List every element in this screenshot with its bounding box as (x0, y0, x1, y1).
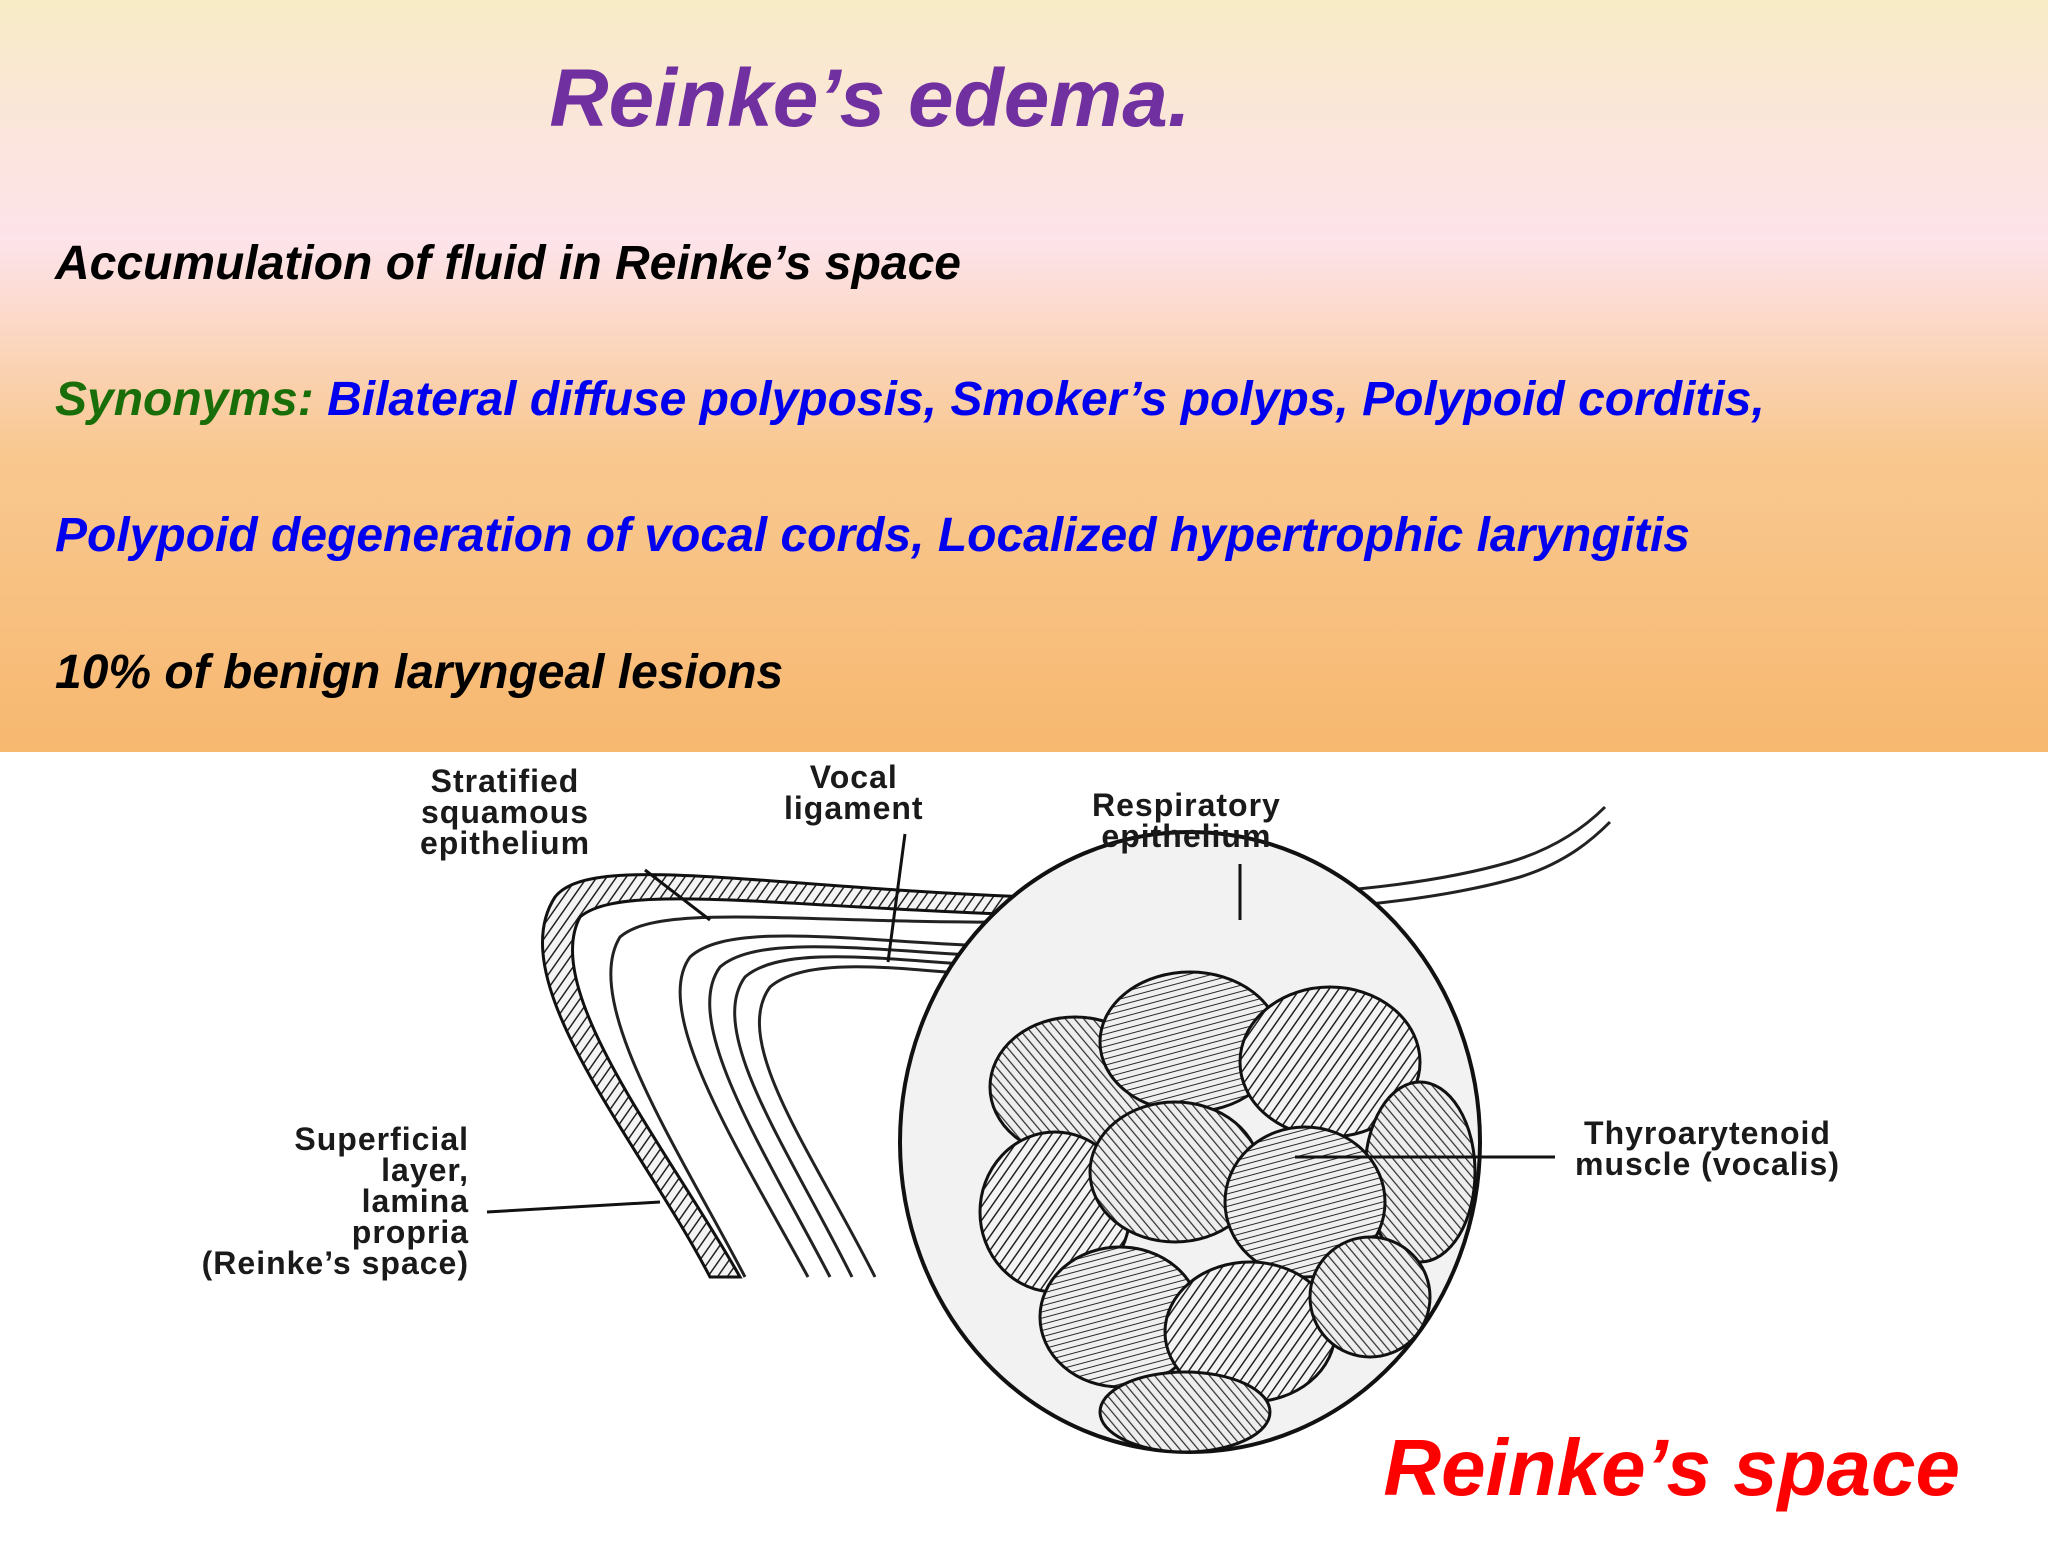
reinkes-space-label: Superficial layer, lamina propria (Reink… (201, 1121, 469, 1281)
stratified-epithelium-label: Stratified squamous epithelium (420, 763, 591, 861)
header-panel: Reinke’s edema. Accumulation of fluid in… (0, 0, 2048, 752)
synonyms-label: Synonyms: (55, 373, 314, 426)
thyroarytenoid-label: Thyroarytenoid muscle (vocalis) (1575, 1115, 1840, 1182)
synonyms-text: Bilateral diffuse polyposis, Smoker’s po… (313, 373, 1765, 426)
thyroarytenoid-muscle (898, 830, 1482, 1454)
respiratory-epithelium-label: Respiratory epithelium (1092, 787, 1281, 854)
diagram-caption: Reinke’s space (1383, 1423, 1960, 1512)
definition-text: Accumulation of fluid in Reinke’s space (55, 237, 961, 290)
synonyms-line: Synonyms: Bilateral diffuse polyposis, S… (55, 372, 1765, 427)
leader-lines (486, 833, 1555, 1214)
slide-title: Reinke’s edema. (549, 53, 1191, 144)
vocal-ligament-label: Vocal ligament (784, 759, 924, 826)
prevalence-text: 10% of benign laryngeal lesions (55, 646, 784, 699)
vocal-fold-illustration (486, 805, 1612, 1454)
synonyms-continued: Polypoid degeneration of vocal cords, Lo… (55, 509, 1690, 562)
vocal-fold-diagram: Stratified squamous epithelium Vocal lig… (0, 752, 2048, 1536)
